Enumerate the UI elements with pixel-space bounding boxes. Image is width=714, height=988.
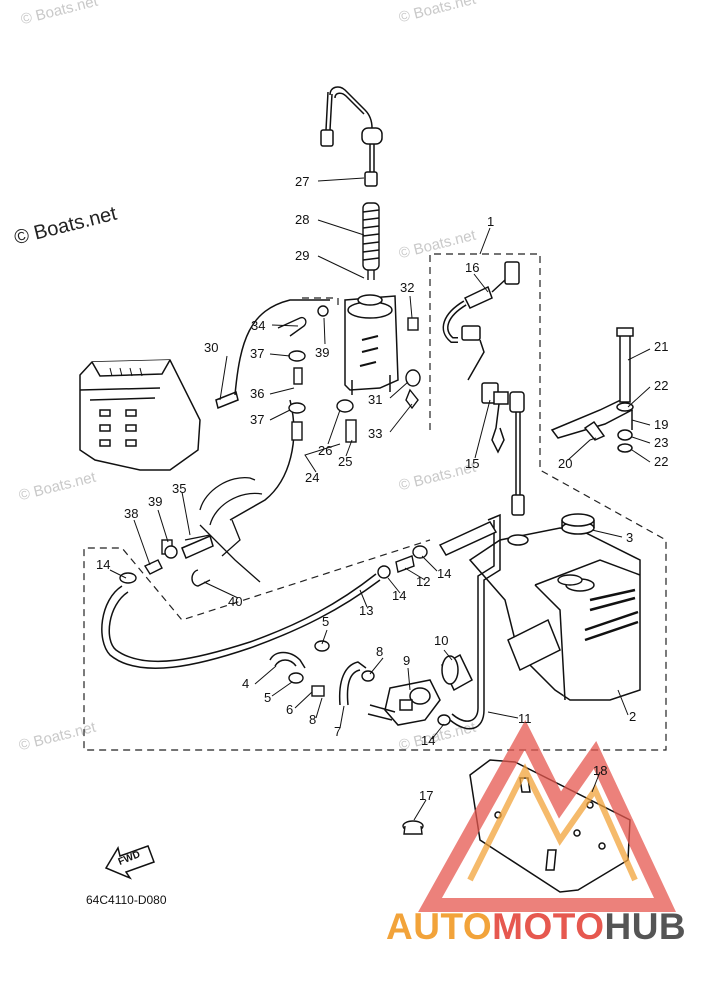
callout-label: 7	[334, 724, 341, 739]
callout-label: 16	[465, 260, 479, 275]
callout-label: 17	[419, 788, 433, 803]
callout-label: 5	[264, 690, 271, 705]
hose-11	[438, 513, 501, 730]
callout-label: 31	[368, 392, 382, 407]
callout-label: 12	[416, 574, 430, 589]
hose-16	[442, 261, 520, 381]
filter	[362, 202, 380, 280]
callout-label: 30	[204, 340, 218, 355]
diagram-code: 64C4110-D080	[86, 893, 167, 907]
callout-label: 32	[400, 280, 414, 295]
side-panel	[184, 476, 263, 583]
callout-label: 20	[558, 456, 572, 471]
callout-label: 23	[654, 435, 668, 450]
callout-label: 21	[654, 339, 668, 354]
brand-part-3: HUB	[604, 906, 687, 947]
callout-label: 10	[434, 633, 448, 648]
hose-30	[215, 299, 330, 410]
callout-label: 37	[250, 346, 264, 361]
callout-label: 24	[305, 470, 319, 485]
sender	[320, 86, 383, 187]
leader-lines	[109, 177, 651, 821]
callout-label: 27	[295, 174, 309, 189]
callout-label: 22	[654, 454, 668, 469]
callout-label: 14	[437, 566, 451, 581]
callout-label: 37	[250, 412, 264, 427]
callout-label: 33	[368, 426, 382, 441]
callout-label: 14	[421, 733, 435, 748]
callout-label: 6	[286, 702, 293, 717]
callout-label: 8	[376, 644, 383, 659]
callout-label: 11	[518, 711, 532, 726]
callout-label: 34	[251, 318, 265, 333]
callout-label: 14	[96, 557, 110, 572]
callout-label: 40	[228, 594, 242, 609]
callout-label: 13	[359, 603, 373, 618]
callout-label: 18	[593, 763, 607, 778]
tank-cap	[561, 513, 595, 535]
callout-label: 38	[124, 506, 138, 521]
hose-35	[181, 399, 295, 560]
hose-7	[338, 661, 367, 706]
level-sensor	[481, 382, 529, 546]
bracket	[550, 327, 634, 453]
brand-part-2: MOTO	[492, 906, 605, 947]
callout-label: 29	[295, 248, 309, 263]
callout-label: 35	[172, 481, 186, 496]
callout-label: 19	[654, 417, 668, 432]
hose-13	[101, 573, 381, 670]
console-bracket	[79, 359, 201, 471]
callout-label: 14	[392, 588, 406, 603]
hose-4	[269, 651, 306, 669]
fwd-arrow-icon	[104, 845, 155, 880]
callout-label: 26	[318, 443, 332, 458]
callout-label: 3	[626, 530, 633, 545]
brand-part-1: AUTO	[386, 906, 493, 947]
brand-wordmark: AUTOMOTOHUB	[386, 906, 686, 948]
pump-9	[367, 679, 441, 726]
pump-unit	[344, 294, 399, 395]
callout-label: 2	[629, 709, 636, 724]
callout-label: 1	[487, 214, 494, 229]
oil-tank	[468, 527, 641, 701]
callout-label: 22	[654, 378, 668, 393]
fittings	[119, 305, 583, 835]
callout-label: 8	[309, 712, 316, 727]
brand-logo-icon	[418, 720, 676, 912]
fitting-10	[441, 653, 473, 692]
callout-label: 39	[148, 494, 162, 509]
callout-label: 25	[338, 454, 352, 469]
callout-labels: 27 28 29 1 16 32 34 39 30 37 36 37 31 33…	[96, 174, 668, 803]
callout-label: 9	[403, 653, 410, 668]
assembly-outline	[83, 253, 667, 751]
callout-label: 4	[242, 676, 249, 691]
callout-label: 15	[465, 456, 479, 471]
callout-label: 28	[295, 212, 309, 227]
callout-label: 39	[315, 345, 329, 360]
callout-label: 5	[322, 614, 329, 629]
callout-label: 36	[250, 386, 264, 401]
